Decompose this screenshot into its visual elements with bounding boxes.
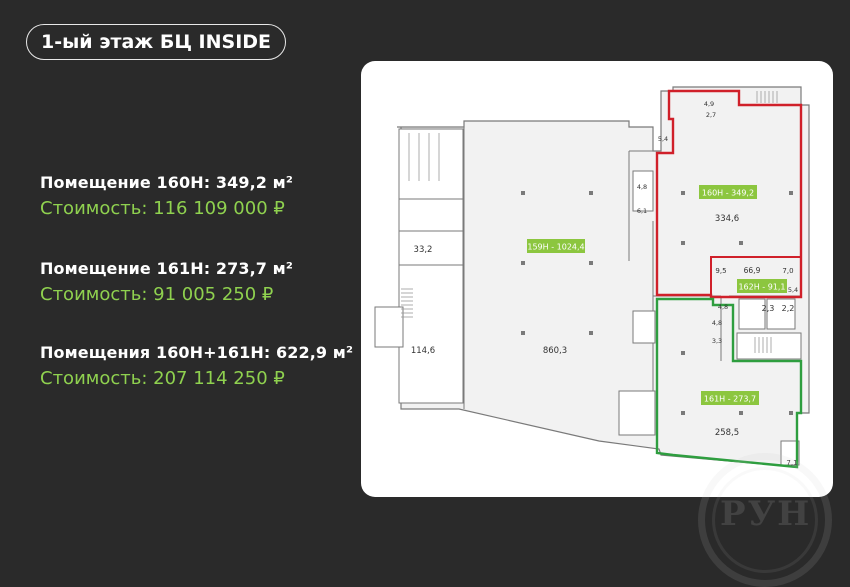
area-label: 4,8 (718, 303, 728, 311)
area-label: 66,9 (744, 266, 761, 275)
tag-161-text: 161Н - 273,7 (704, 395, 756, 404)
tag-162-text: 162Н - 91,1 (738, 283, 785, 292)
offer-price: Стоимость: 116 109 000 ₽ (40, 198, 285, 219)
floor-plan-card: 159Н - 1024,4 160Н - 349,2 161Н - 273,7 … (361, 61, 833, 497)
stairs-left (401, 133, 440, 318)
stairs-right (754, 91, 778, 353)
watermark-logo: РУН (720, 494, 812, 534)
tag-162[interactable]: 162Н - 91,1 (737, 279, 787, 293)
tag-159[interactable]: 159Н - 1024,4 (527, 239, 585, 253)
area-label: 4,8 (637, 183, 647, 191)
service-rooms (618, 170, 802, 466)
building-outline (397, 86, 810, 468)
area-label: 5,4 (658, 135, 668, 143)
offer-label: Помещение 160Н: 349,2 м² (40, 173, 293, 192)
area-label: 2,2 (782, 304, 795, 313)
offer-label: Помещения 160Н+161Н: 622,9 м² (40, 343, 354, 362)
offer-161: Помещение 161Н: 273,7 м² Стоимость: 91 0… (40, 259, 293, 305)
area-label: 6,1 (637, 207, 647, 215)
area-label: 334,6 (715, 214, 739, 224)
floor-plan: 159Н - 1024,4 160Н - 349,2 161Н - 273,7 … (374, 86, 810, 469)
offer-label: Помещение 161Н: 273,7 м² (40, 259, 293, 278)
tag-161[interactable]: 161Н - 273,7 (701, 391, 759, 405)
unit-161-outline[interactable] (655, 297, 803, 469)
tag-160[interactable]: 160Н - 349,2 (699, 185, 757, 199)
offer-combined: Помещения 160Н+161Н: 622,9 м² Стоимость:… (40, 343, 353, 389)
area-label: 5,4 (788, 286, 798, 294)
offer-price: Стоимость: 91 005 250 ₽ (40, 284, 274, 305)
area-label: 2,3 (762, 304, 775, 313)
area-label: 2,7 (706, 111, 716, 119)
tag-159-text: 159Н - 1024,4 (527, 243, 584, 252)
area-label: 4,8 (712, 319, 722, 327)
area-label: 33,2 (414, 245, 433, 255)
page-title: 1-ый этаж БЦ INSIDE (26, 24, 287, 60)
offer-price: Стоимость: 207 114 250 ₽ (40, 368, 285, 389)
area-label: 258,5 (715, 428, 739, 438)
area-label: 3,3 (712, 337, 722, 345)
area-label: 9,5 (715, 267, 726, 275)
tag-160-text: 160Н - 349,2 (702, 189, 754, 198)
area-label: 114,6 (411, 346, 435, 356)
unit-162-inner (710, 256, 802, 298)
area-label: 860,3 (543, 346, 567, 356)
area-label: 7,0 (782, 267, 793, 275)
area-label: 4,9 (704, 100, 714, 108)
offer-160: Помещение 160Н: 349,2 м² Стоимость: 116 … (40, 173, 293, 219)
service-block (374, 128, 464, 404)
